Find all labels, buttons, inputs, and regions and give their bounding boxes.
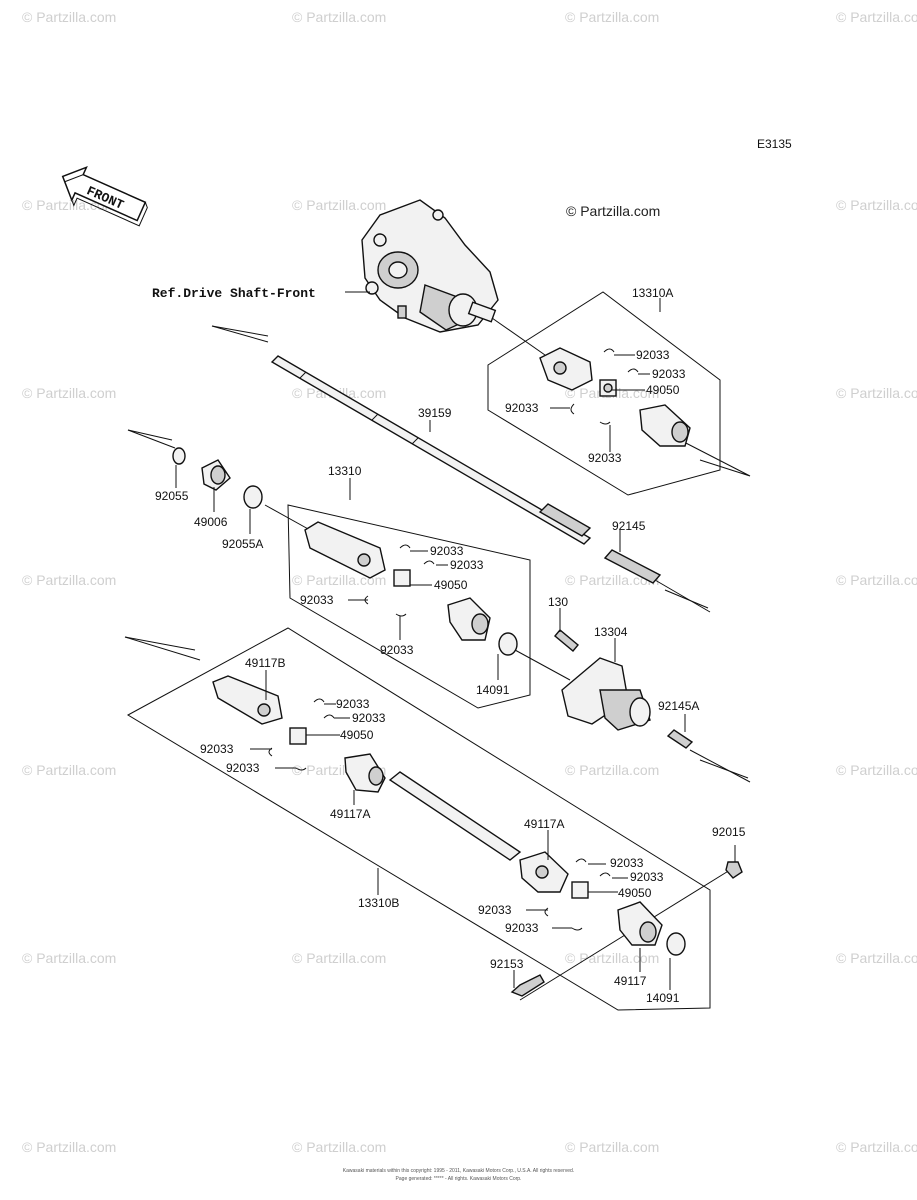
footer-copyright: Kawasaki materials within this copyright… bbox=[342, 1168, 575, 1174]
watermark: © Partzilla.com bbox=[565, 572, 659, 588]
cross-13310B-b bbox=[571, 881, 589, 899]
label-92033: 92033 bbox=[226, 761, 260, 775]
watermark: © Partzilla.com bbox=[292, 950, 386, 966]
watermark: © Partzilla.com bbox=[836, 9, 917, 25]
yoke-13310 bbox=[304, 521, 386, 579]
yoke-13310-b bbox=[447, 597, 491, 641]
label-92033: 92033 bbox=[380, 643, 414, 657]
label-14091: 14091 bbox=[646, 991, 680, 1005]
cross-13310B-a bbox=[289, 727, 307, 745]
label-92033: 92033 bbox=[652, 367, 686, 381]
label-92015: 92015 bbox=[712, 825, 746, 839]
center-shaft bbox=[388, 771, 522, 861]
washer-14091 bbox=[498, 632, 518, 656]
label-14091: 14091 bbox=[476, 683, 510, 697]
watermark: © Partzilla.com bbox=[836, 385, 917, 401]
yoke-49117A-a bbox=[344, 753, 386, 793]
label-92033: 92033 bbox=[478, 903, 512, 917]
group-box-13310 bbox=[287, 504, 531, 709]
watermark: © Partzilla.com bbox=[565, 1139, 659, 1155]
label-92033: 92033 bbox=[352, 711, 386, 725]
watermark: © Partzilla.com bbox=[836, 1139, 917, 1155]
watermark: © Partzilla.com bbox=[22, 762, 116, 778]
watermark: © Partzilla.com bbox=[22, 950, 116, 966]
label-13310B: 13310B bbox=[358, 896, 399, 910]
label-49117B: 49117B bbox=[245, 656, 285, 670]
label-13310: 13310 bbox=[328, 464, 362, 478]
label-49117A: 49117A bbox=[330, 807, 370, 821]
label-92033: 92033 bbox=[300, 593, 334, 607]
label-92033: 92033 bbox=[636, 348, 670, 362]
cross-13310A bbox=[599, 379, 617, 397]
diagram-code: E3135 bbox=[757, 137, 792, 151]
yoke-13310A-b bbox=[639, 404, 691, 447]
footer-generated: Page generated: ***** - All rights. Kawa… bbox=[395, 1176, 522, 1182]
label-92145A: 92145A bbox=[658, 699, 699, 713]
watermark: © Partzilla.com bbox=[292, 572, 386, 588]
watermark: © Partzilla.com bbox=[565, 950, 659, 966]
label-92033: 92033 bbox=[336, 697, 370, 711]
housing-13304 bbox=[561, 657, 651, 731]
brand-label: © Partzilla.com bbox=[566, 203, 660, 219]
watermark: © Partzilla.com bbox=[836, 762, 917, 778]
label-49117: 49117 bbox=[614, 974, 647, 988]
nut-92015 bbox=[725, 861, 743, 879]
label-92033: 92033 bbox=[610, 856, 644, 870]
label-49050: 49050 bbox=[340, 728, 374, 742]
label-92033: 92033 bbox=[450, 558, 484, 572]
yoke-13310A-a bbox=[539, 347, 593, 391]
watermark: © Partzilla.com bbox=[22, 1139, 116, 1155]
watermark: © Partzilla.com bbox=[836, 950, 917, 966]
label-49050: 49050 bbox=[434, 578, 468, 592]
o-ring-92055 bbox=[172, 447, 186, 465]
group-box-13310A bbox=[487, 291, 721, 496]
collar-49006 bbox=[201, 459, 231, 491]
label-13304: 13304 bbox=[594, 625, 628, 639]
drive-shaft-39159 bbox=[270, 355, 592, 545]
label-92033: 92033 bbox=[588, 451, 622, 465]
washer-14091-b bbox=[666, 932, 686, 956]
spring-92145A bbox=[666, 729, 694, 749]
watermark: © Partzilla.com bbox=[292, 1139, 386, 1155]
ref-label: Ref.Drive Shaft-Front bbox=[152, 286, 316, 301]
watermark: © Partzilla.com bbox=[292, 9, 386, 25]
label-130: 130 bbox=[548, 595, 568, 609]
yoke-49117 bbox=[617, 901, 663, 946]
label-92033: 92033 bbox=[200, 742, 234, 756]
label-92033: 92033 bbox=[630, 870, 664, 884]
watermark: © Partzilla.com bbox=[292, 197, 386, 213]
label-39159: 39159 bbox=[418, 406, 452, 420]
watermark: © Partzilla.com bbox=[22, 9, 116, 25]
bolt-130 bbox=[554, 629, 579, 652]
label-92153: 92153 bbox=[490, 957, 524, 971]
label-49050: 49050 bbox=[618, 886, 652, 900]
label-92145: 92145 bbox=[612, 519, 646, 533]
group-box-13310B bbox=[126, 627, 711, 1011]
label-49050: 49050 bbox=[646, 383, 680, 397]
o-ring-92055A bbox=[243, 485, 263, 509]
spring-92145 bbox=[603, 549, 662, 584]
label-13310A: 13310A bbox=[632, 286, 673, 300]
watermark: © Partzilla.com bbox=[22, 572, 116, 588]
label-49006: 49006 bbox=[194, 515, 228, 529]
yoke-49117B bbox=[212, 675, 283, 725]
bolt-92153 bbox=[510, 974, 545, 997]
watermark: © Partzilla.com bbox=[565, 9, 659, 25]
watermark: © Partzilla.com bbox=[22, 385, 116, 401]
label-92033: 92033 bbox=[430, 544, 464, 558]
gear-case bbox=[361, 199, 499, 333]
label-92033: 92033 bbox=[505, 401, 539, 415]
watermark-grid: © Partzilla.com © Partzilla.com © Partzi… bbox=[22, 9, 917, 1155]
label-92055: 92055 bbox=[155, 489, 189, 503]
yoke-49117A-b bbox=[519, 851, 569, 893]
label-49117A: 49117A bbox=[524, 817, 564, 831]
watermark: © Partzilla.com bbox=[836, 572, 917, 588]
label-92055A: 92055A bbox=[222, 537, 263, 551]
watermark: © Partzilla.com bbox=[836, 197, 917, 213]
watermark: © Partzilla.com bbox=[565, 762, 659, 778]
cross-13310 bbox=[393, 569, 411, 587]
label-92033: 92033 bbox=[505, 921, 539, 935]
